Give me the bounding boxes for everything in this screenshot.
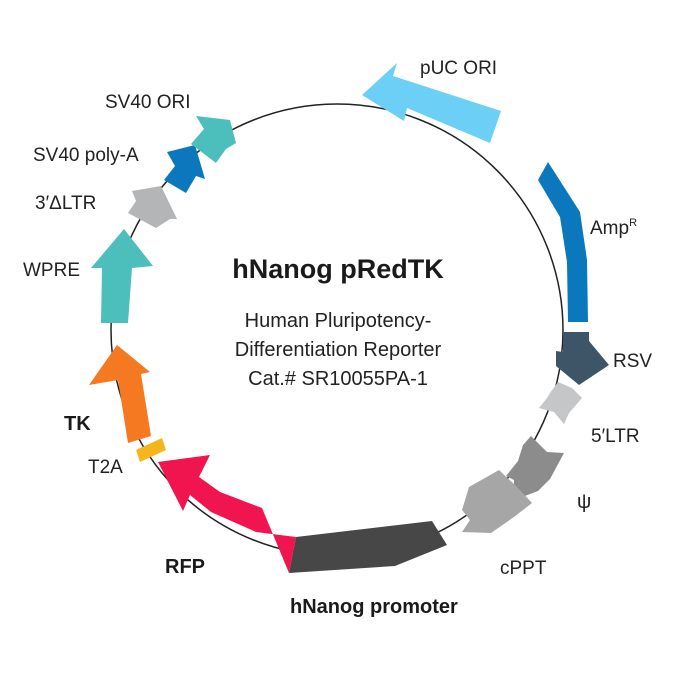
3ltr-arrow bbox=[128, 186, 177, 228]
5ltr-arrow bbox=[539, 382, 582, 424]
psi-arrow bbox=[506, 436, 564, 500]
cppt-arrow bbox=[462, 470, 532, 533]
label-psi: ψ bbox=[577, 491, 591, 513]
label-rfp: RFP bbox=[165, 556, 205, 578]
label-hnanog-promoter: hNanog promoter bbox=[290, 596, 458, 618]
plasmid-title: hNanog pRedTK bbox=[232, 254, 444, 284]
t2a-block bbox=[136, 438, 166, 462]
subtitle-line-3: Cat.# SR10055PA-1 bbox=[248, 368, 428, 390]
subtitle-line-1: Human Pluripotency- bbox=[245, 310, 432, 332]
puc-ori-arrow bbox=[362, 63, 501, 143]
sv40-polya-arrow bbox=[164, 145, 205, 193]
label-tk: TK bbox=[64, 413, 91, 435]
wpre-arrow bbox=[91, 229, 153, 323]
tk-arrow bbox=[89, 345, 151, 443]
label-ampr-sup: R bbox=[629, 217, 637, 229]
rfp-arrow bbox=[158, 455, 296, 573]
label-5ltr: 5′LTR bbox=[591, 426, 640, 447]
label-sv40-polya: SV40 poly-A bbox=[33, 145, 139, 166]
label-puc-ori: pUC ORI bbox=[420, 58, 497, 79]
label-rsv: RSV bbox=[613, 351, 652, 372]
hnanog-promoter-block bbox=[289, 521, 447, 573]
label-sv40-ori: SV40 ORI bbox=[105, 92, 191, 113]
label-cppt: cPPT bbox=[500, 558, 547, 579]
ampr-arrow bbox=[538, 162, 588, 322]
label-t2a: T2A bbox=[88, 457, 123, 478]
rsv-arrow bbox=[556, 332, 609, 385]
sv40-ori-arrow bbox=[191, 116, 236, 163]
label-3ltr: 3′ΔLTR bbox=[35, 193, 96, 214]
label-ampr: AmpR bbox=[590, 217, 637, 239]
label-wpre: WPRE bbox=[23, 260, 80, 281]
subtitle-line-2: Differentiation Reporter bbox=[235, 339, 442, 361]
label-ampr-main: Amp bbox=[590, 218, 629, 239]
